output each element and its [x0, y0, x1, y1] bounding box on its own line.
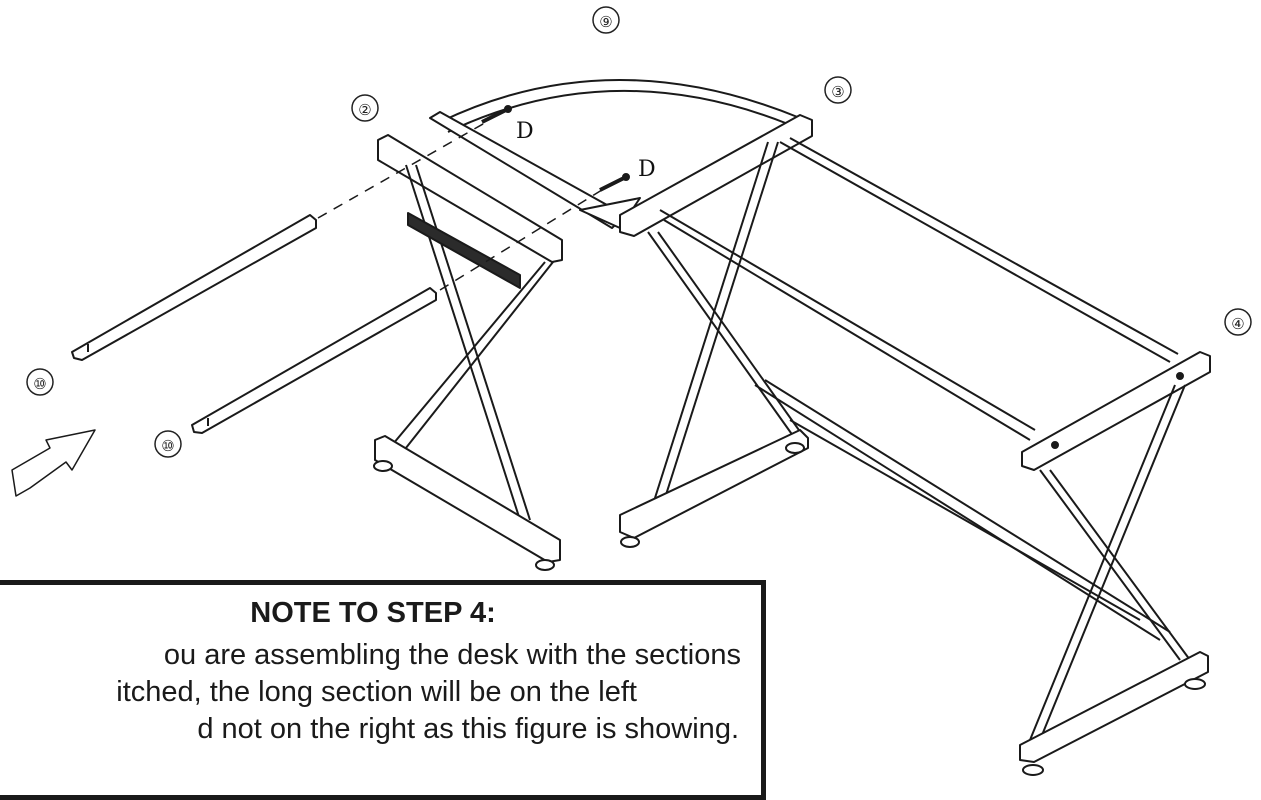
assembly-diagram: ⑨ ③ ② ④ ⑩ ⑩ D D: [11, 6, 1252, 776]
loose-rail-lower: [191, 287, 437, 434]
part-label-2: ②: [358, 102, 371, 119]
part-label-10-lower: ⑩: [161, 438, 174, 455]
part-label-10-upper: ⑩: [33, 376, 46, 393]
note-title: NOTE TO STEP 4:: [250, 597, 496, 629]
alignment-dashes: [317, 119, 611, 291]
direction-arrow-icon: [11, 429, 96, 497]
part-label-3: ③: [831, 84, 844, 101]
note-line-2: itched, the long section will be on the …: [116, 676, 637, 708]
part-label-4: ④: [1231, 316, 1244, 333]
note-body: ou are assembling the desk with the sect…: [0, 637, 765, 748]
long-rails: [659, 137, 1179, 641]
loose-rail-upper: [71, 214, 317, 361]
hardware-label-d-lower: D: [638, 157, 656, 182]
hardware-label-d-upper: D: [516, 119, 534, 144]
middle-leg-frame: [619, 114, 813, 548]
right-leg-frame: [1019, 351, 1211, 776]
note-line-3: d not on the right as this figure is sho…: [197, 713, 739, 745]
note-box: NOTE TO STEP 4: ou are assembling the de…: [0, 580, 766, 800]
note-line-1: ou are assembling the desk with the sect…: [163, 639, 741, 671]
bolt-d-lower: [599, 173, 630, 192]
part-label-9: ⑨: [599, 14, 612, 31]
bolt-d-upper: [481, 105, 512, 124]
left-leg-frame: [373, 134, 563, 571]
